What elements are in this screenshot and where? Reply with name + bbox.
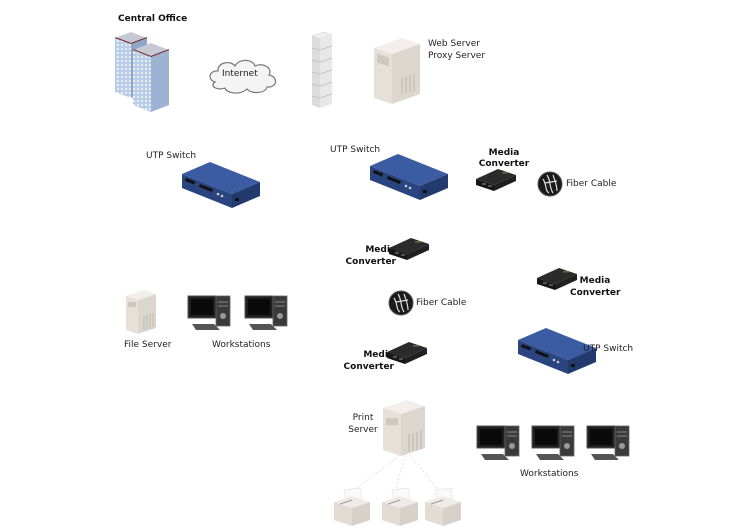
workstation-left-2-icon[interactable] [243,294,295,334]
fiber-cable-center-icon[interactable] [388,290,414,316]
mc-center-upper-label-1: Media [365,245,396,255]
central-office-building-icon[interactable] [113,28,173,113]
switch-left-label: UTP Switch [146,151,197,161]
print-link-3 [409,454,441,493]
web-server-icon[interactable] [372,36,422,106]
mc-right-label-2: Converter [570,288,621,298]
workstation-right-2-icon[interactable] [530,424,582,464]
switch-left-icon[interactable] [180,160,262,210]
printer-3-icon[interactable] [423,488,463,528]
print-server-label-2: Server [348,425,378,435]
print-server-label-1: Print [352,413,374,423]
firewall-icon[interactable] [310,30,334,110]
workstations-right-label: Workstations [520,469,579,479]
web-server-label: Web Server [428,39,480,49]
media-converter-right-icon[interactable] [535,266,579,292]
print-server-icon[interactable] [381,398,427,458]
media-converter-top-icon[interactable] [474,167,518,193]
printer-2-icon[interactable] [380,488,420,528]
mc-center-lower-label-2: Converter [343,362,394,372]
print-link-2 [394,454,406,493]
internet-cloud-icon[interactable] [205,56,280,96]
switch-center-label: UTP Switch [330,145,381,155]
media-converter-center-upper-icon[interactable] [387,236,431,262]
switch-right-label: UTP Switch [583,344,634,354]
internet-label: Internet [222,69,258,79]
mc-right-label-1: Media [579,276,611,286]
printer-1-icon[interactable] [332,488,372,528]
file-server-label: File Server [124,340,172,350]
workstation-right-1-icon[interactable] [475,424,527,464]
fiber-cable-top-label: Fiber Cable [566,179,617,189]
mc-center-upper-label-2: Converter [345,257,396,267]
workstations-left-label: Workstations [212,340,271,350]
print-link-1 [351,454,401,493]
proxy-server-label: Proxy Server [428,51,486,61]
mc-top-right-label-1: Media [488,148,520,158]
media-converter-center-lower-icon[interactable] [385,340,429,366]
switch-right-icon[interactable] [516,326,598,376]
mc-center-lower-label-1: Media [363,350,394,360]
workstation-right-3-icon[interactable] [585,424,637,464]
file-server-icon[interactable] [124,288,158,336]
fiber-cable-center-label: Fiber Cable [416,298,467,308]
central-office-label: Central Office [118,14,188,24]
workstation-left-1-icon[interactable] [186,294,238,334]
mc-top-right-label-2: Converter [478,159,530,169]
switch-center-icon[interactable] [368,152,450,202]
fiber-cable-top-icon[interactable] [537,171,563,197]
